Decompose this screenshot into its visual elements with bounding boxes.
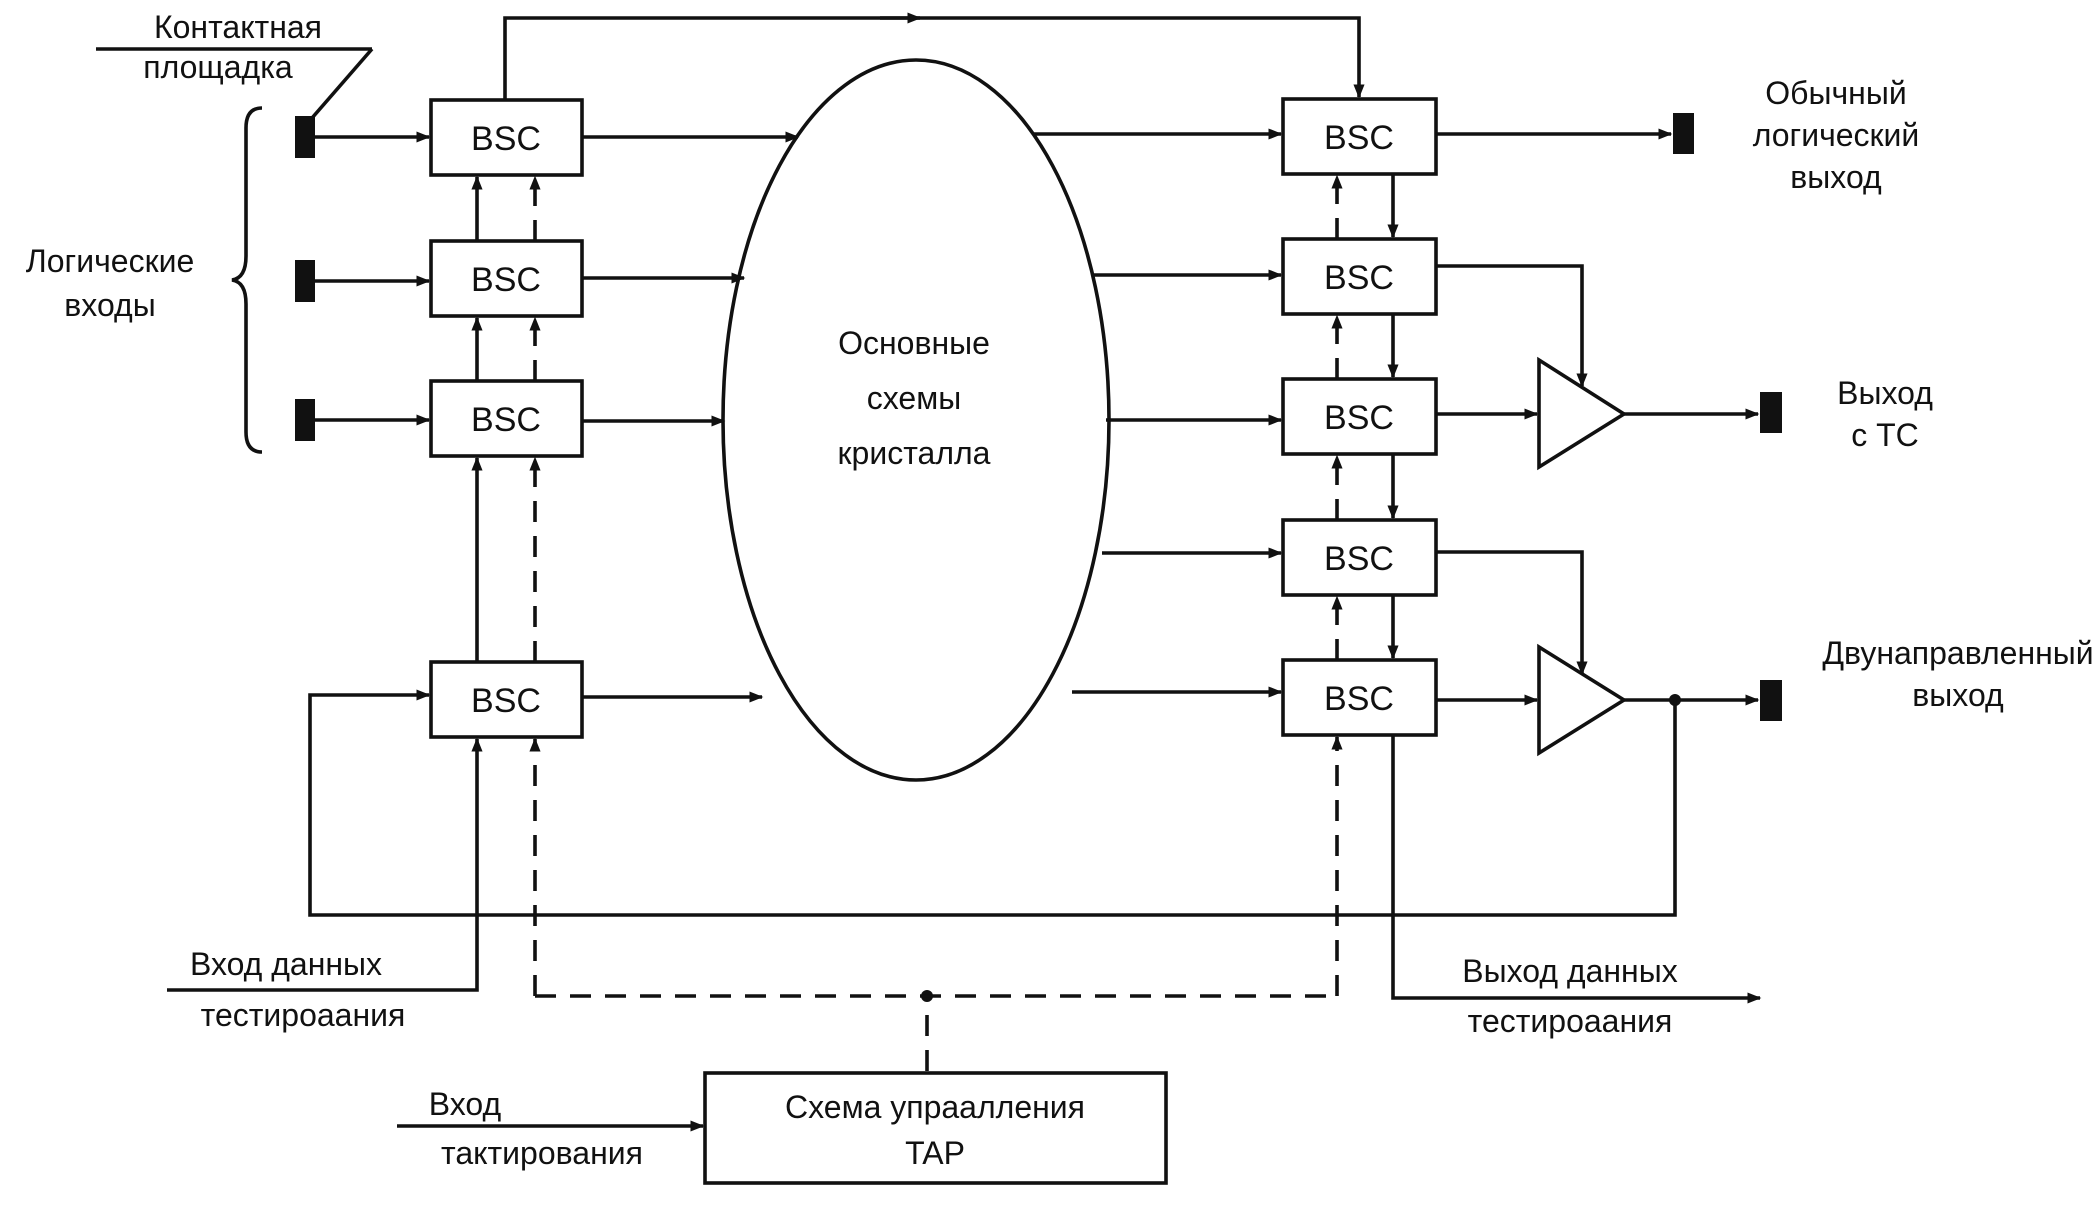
- bsc-right-4-label: BSC: [1324, 540, 1394, 578]
- bsc-left-3-box: [429, 379, 584, 458]
- bidir-output-label-line2: выход: [1912, 677, 2004, 713]
- bsc-right-1-label: BSC: [1324, 119, 1394, 157]
- normal-output-label-line1: Обычный: [1765, 75, 1906, 111]
- tap-controller-box: [703, 1071, 1168, 1185]
- input-pad-2: [295, 260, 315, 302]
- bsc-left-3-label: BSC: [471, 401, 541, 439]
- bsc-left-1-label: BSC: [471, 120, 541, 158]
- bsc-left-4-box: [429, 660, 584, 739]
- contact-pad-label-line2: площадка: [143, 49, 293, 85]
- output-pad-tristate: [1760, 392, 1782, 433]
- tristate-output-label-line2: с ТС: [1851, 417, 1919, 453]
- wire-test-data-out: [1391, 735, 1762, 1004]
- core-label-line3: кристалла: [838, 435, 991, 471]
- wire-bsc-r4-to-bidir-enable: [1436, 550, 1588, 676]
- contact-pad-leader-diagonal: [310, 47, 374, 120]
- test-data-out-label-line2: тестироаания: [1468, 1003, 1673, 1039]
- wire-scan-top-crossover: [503, 16, 1365, 100]
- logic-inputs-brace: [231, 106, 263, 454]
- test-data-in-label-line1: Вход данных: [190, 946, 382, 982]
- tap-controller-label-line2: TAP: [905, 1135, 965, 1171]
- bsc-right-3-box: [1281, 377, 1438, 456]
- test-data-in-label-line2: тестироаания: [201, 997, 406, 1033]
- bsc-right-4-box: [1281, 518, 1438, 597]
- clock-in-label-line2: тактирования: [441, 1135, 643, 1171]
- logic-inputs-label-line1: Логические: [26, 243, 194, 279]
- bsc-right-3-label: BSC: [1324, 399, 1394, 437]
- bsc-left-4-label: BSC: [471, 682, 541, 720]
- normal-output-label-line3: выход: [1790, 159, 1882, 195]
- core-circuits-ellipse: [721, 58, 1111, 782]
- test-data-out-label-line1: Выход данных: [1462, 953, 1677, 989]
- input-pad-1: [295, 116, 315, 158]
- tap-controller-label-line1: Схема упраалления: [785, 1089, 1085, 1125]
- wire-bidir-feedback-loop: [308, 689, 1677, 917]
- wire-test-data-in: [167, 737, 483, 992]
- bsc-right-1-box: [1281, 97, 1438, 176]
- clock-in-label-line1: Вход: [429, 1086, 502, 1122]
- bsc-left-2-label: BSC: [471, 261, 541, 299]
- bsc-right-2-box: [1281, 237, 1438, 316]
- input-pad-3: [295, 399, 315, 441]
- bsc-left-2-box: [429, 239, 584, 318]
- bsc-right-5-box: [1281, 658, 1438, 737]
- contact-pad-label-line1: Контактная: [154, 9, 322, 45]
- tristate-output-label-line1: Выход: [1837, 375, 1933, 411]
- bidir-output-label-line1: Двунаправленный: [1822, 635, 2093, 671]
- output-pad-normal: [1673, 113, 1694, 154]
- core-label-line2: схемы: [867, 380, 961, 416]
- wire-bsc-r2-to-tristate-enable: [1436, 264, 1588, 388]
- output-pad-bidir: [1760, 680, 1782, 721]
- bsc-right-5-label: BSC: [1324, 680, 1394, 718]
- core-label-line1: Основные: [838, 325, 990, 361]
- bsc-right-2-label: BSC: [1324, 259, 1394, 297]
- logic-inputs-label-line2: входы: [64, 287, 155, 323]
- normal-output-label-line2: логический: [1753, 117, 1920, 153]
